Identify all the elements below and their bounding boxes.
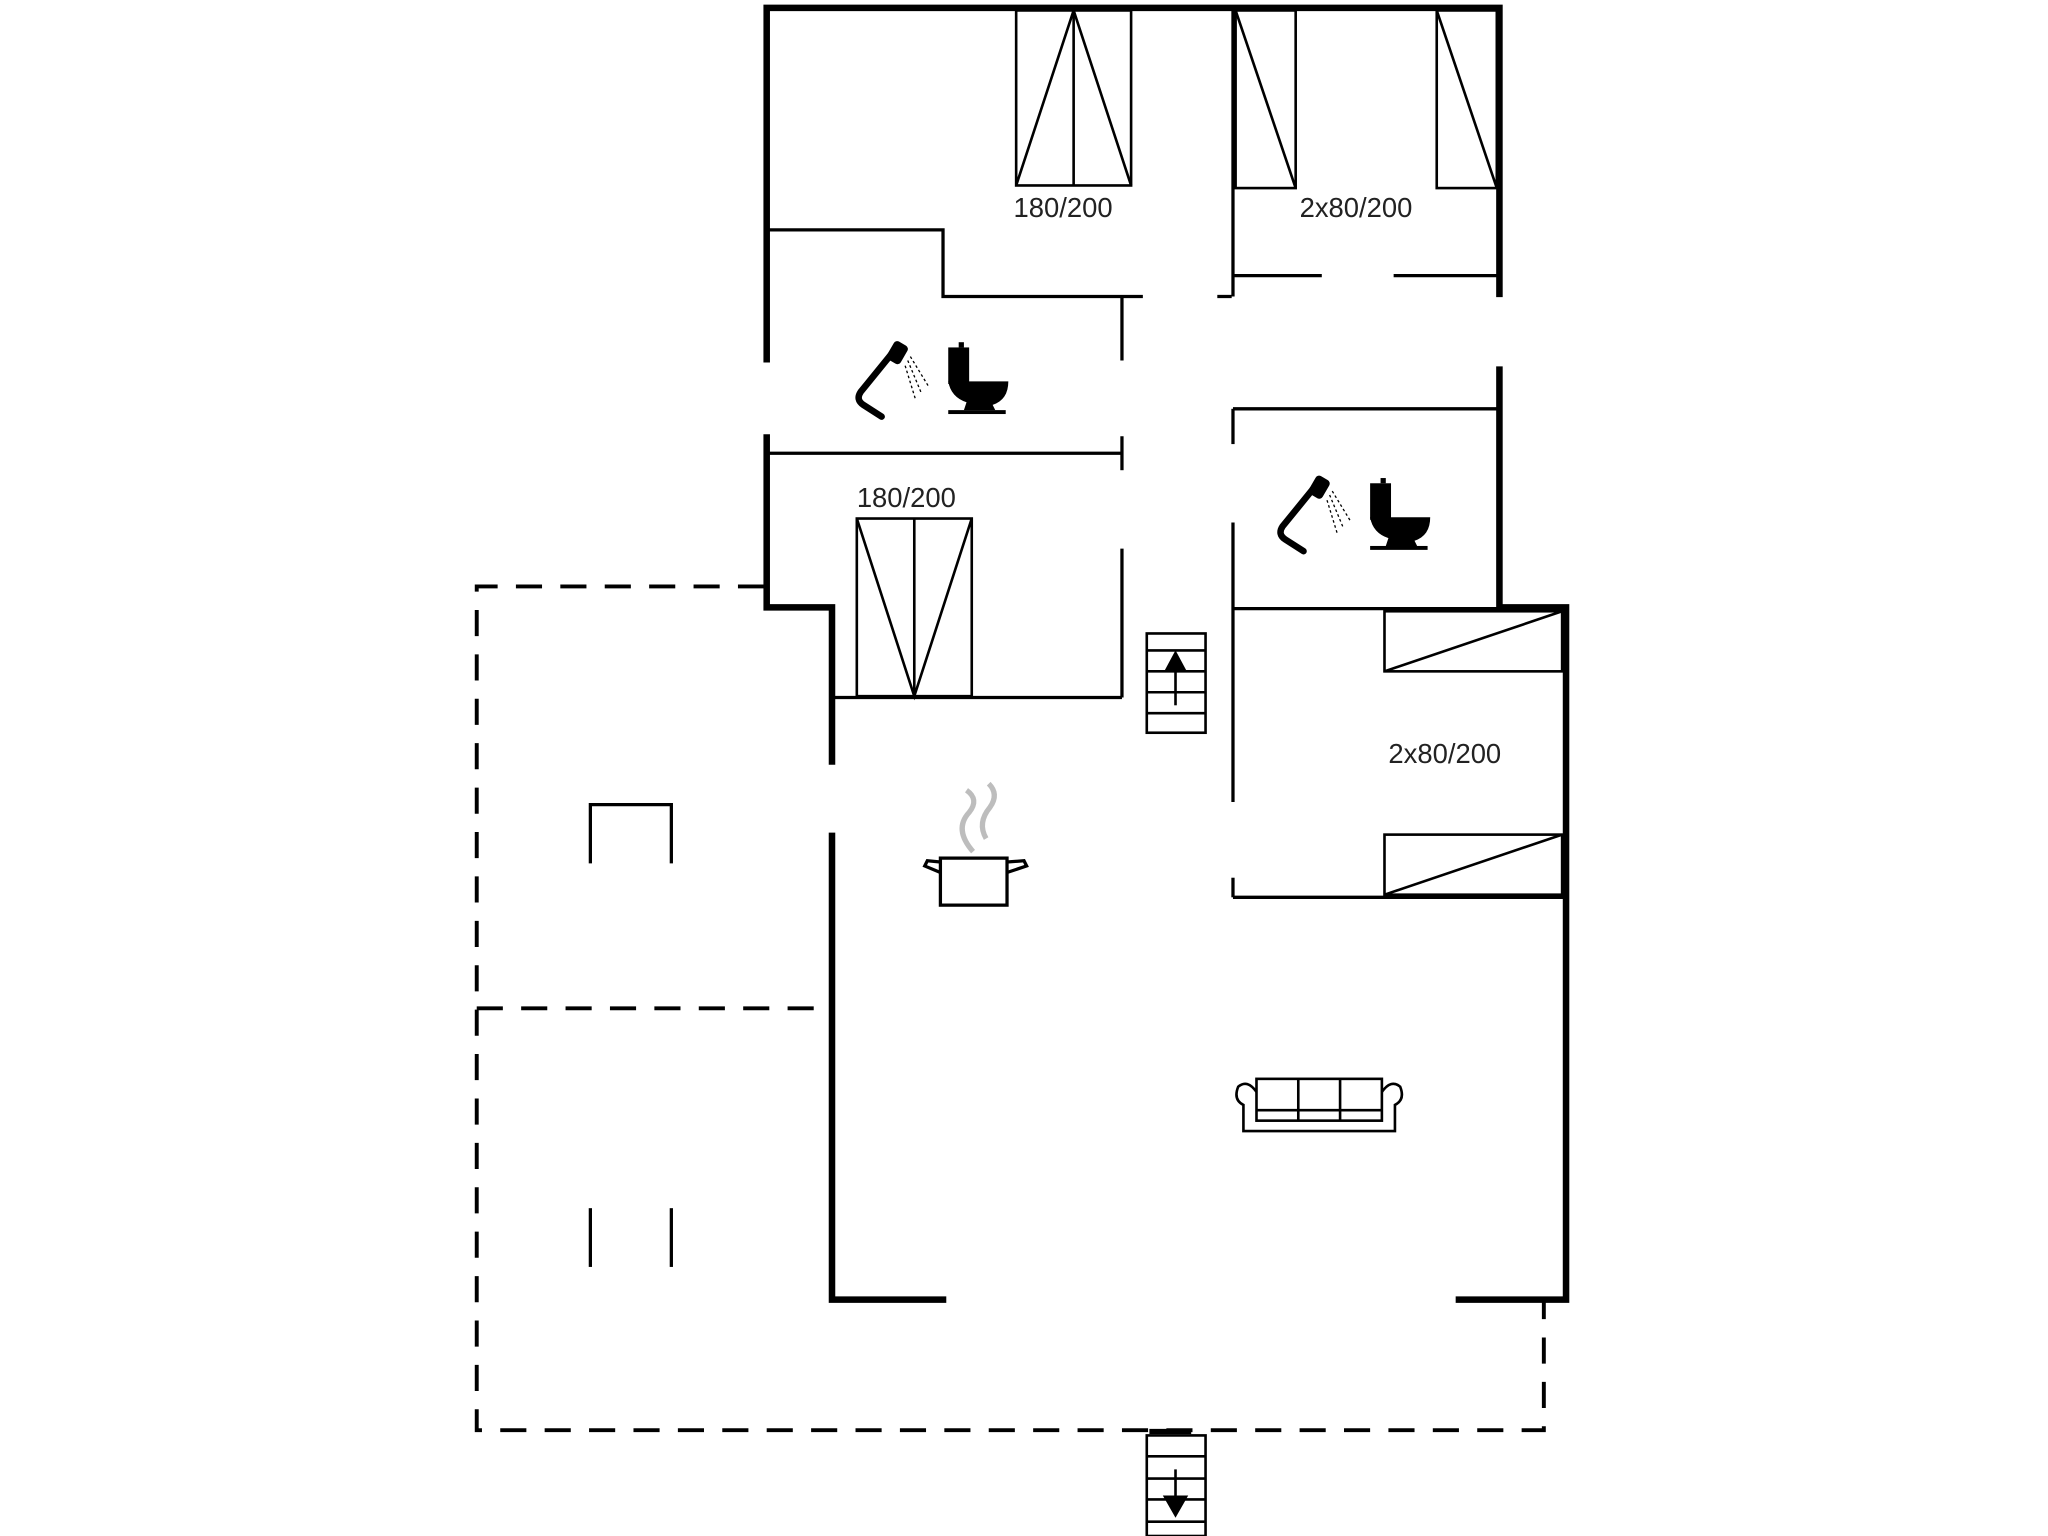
bed-label-top-right: 2x80/200 (1300, 192, 1413, 223)
bed-double-middle (855, 517, 974, 701)
bed-single-right-1 (1383, 609, 1564, 673)
stairs-down-icon (1145, 1428, 1207, 1536)
bed-label-middle-left: 180/200 (857, 482, 956, 513)
stairs-up-icon (1145, 632, 1207, 735)
bed-label-right: 2x80/200 (1388, 738, 1501, 769)
shower-icon (1277, 475, 1352, 555)
sofa-icon (1235, 1077, 1404, 1133)
shower-icon (855, 341, 930, 420)
terrace-outline (474, 584, 1546, 1433)
bed-single-top-1 (1234, 9, 1297, 190)
bed-single-top-2 (1435, 9, 1499, 190)
exterior-walls (763, 4, 1570, 1303)
bed-double-top (1014, 6, 1133, 187)
bed-single-right-2 (1383, 833, 1564, 896)
toilet-icon (1370, 478, 1431, 550)
toilet-icon (948, 342, 1009, 415)
cooking-pot-icon (922, 781, 1029, 907)
interior-walls (769, 7, 1564, 899)
bed-label-top-left: 180/200 (1014, 192, 1113, 223)
terrace-furniture (588, 802, 673, 1267)
